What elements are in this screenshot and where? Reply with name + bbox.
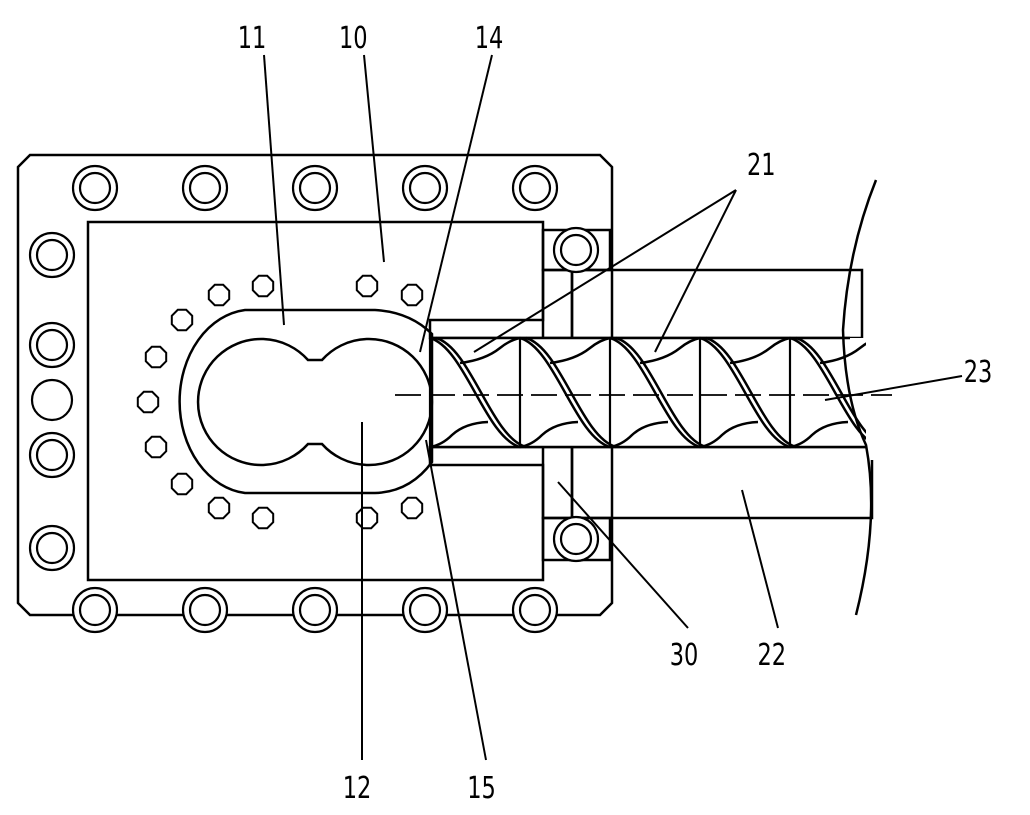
bolt-icon	[30, 323, 74, 367]
bolt-icon	[30, 433, 74, 477]
bolt-icon	[403, 588, 447, 632]
liner-11	[180, 310, 432, 493]
bolt-icon	[30, 233, 74, 277]
bolt-icon	[73, 166, 117, 210]
label-21: 21	[747, 148, 776, 183]
heating-hole	[209, 498, 229, 518]
label-23: 23	[964, 355, 993, 390]
label-22: 22	[758, 638, 787, 673]
bolt-icon	[513, 588, 557, 632]
label-30: 30	[670, 638, 699, 673]
seal-30-bottom	[430, 447, 572, 518]
heating-hole	[402, 498, 422, 518]
heating-hole	[357, 508, 377, 528]
bolt-icon	[513, 166, 557, 210]
bolt-icon	[30, 526, 74, 570]
label-12: 12	[343, 771, 372, 806]
bolt-icon	[293, 588, 337, 632]
heating-hole	[146, 437, 166, 457]
cavity-12	[198, 339, 432, 465]
barrel-22-top	[572, 270, 862, 338]
bolt-icon	[183, 588, 227, 632]
label-14: 14	[475, 21, 504, 56]
heating-hole	[253, 276, 273, 296]
barrel-22-bottom	[572, 447, 872, 518]
heating-hole	[402, 285, 422, 305]
heating-hole	[146, 347, 166, 367]
bolt-icon	[403, 166, 447, 210]
label-15: 15	[467, 771, 496, 806]
barrel-bore-21	[430, 338, 865, 447]
bolt-icon	[554, 517, 598, 561]
heating-hole	[357, 276, 377, 296]
bolt-icon	[554, 228, 598, 272]
heating-hole	[209, 285, 229, 305]
bolt-icon	[73, 588, 117, 632]
heating-hole	[138, 392, 158, 412]
label-11: 11	[238, 21, 267, 56]
bolt-icon	[32, 380, 72, 420]
heating-hole	[253, 508, 273, 528]
heating-hole	[172, 310, 192, 330]
heating-hole	[172, 474, 192, 494]
bolt-icon	[183, 166, 227, 210]
bolt-icon	[293, 166, 337, 210]
label-10: 10	[339, 21, 368, 56]
